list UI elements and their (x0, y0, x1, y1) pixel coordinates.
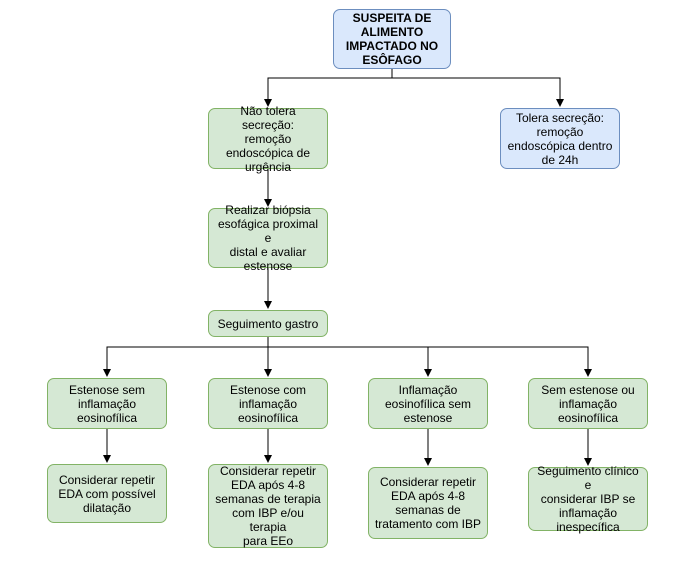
node-sem-estenose: Sem estenose ou inflamação eosinofílica (528, 378, 648, 429)
node-root: SUSPEITA DE ALIMENTO IMPACTADO NO ESÔFAG… (333, 9, 451, 69)
node-estenose-com: Estenose com inflamação eosinofílica (208, 378, 328, 429)
node-inflamacao-sem: Inflamação eosinofílica sem estenose (368, 378, 488, 429)
edge-root-split (264, 69, 393, 107)
node-estenose-sem: Estenose sem inflamação eosinofílica (47, 378, 167, 429)
node-considerar-3: Considerar repetir EDA após 4-8 semanas … (368, 467, 488, 539)
node-nao-tolera: Não tolera secreção: remoção endoscópica… (208, 104, 328, 174)
node-seguimento: Seguimento gastro (208, 310, 328, 337)
node-tolera: Tolera secreção: remoção endoscópica den… (500, 108, 620, 169)
node-considerar-4: Seguimento clínico e considerar IBP se i… (528, 464, 648, 534)
edge-bus-inflamacao (268, 346, 432, 377)
edge-seguimento-bus (103, 337, 269, 377)
edge-bus-sem-estenose (428, 346, 592, 377)
edge-root-tolera (392, 77, 564, 107)
node-biopsia: Realizar biópsia esofágica proximal e di… (208, 203, 328, 273)
node-considerar-1: Considerar repetir EDA com possível dila… (47, 464, 167, 523)
node-considerar-2: Considerar repetir EDA após 4-8 semanas … (208, 464, 328, 548)
